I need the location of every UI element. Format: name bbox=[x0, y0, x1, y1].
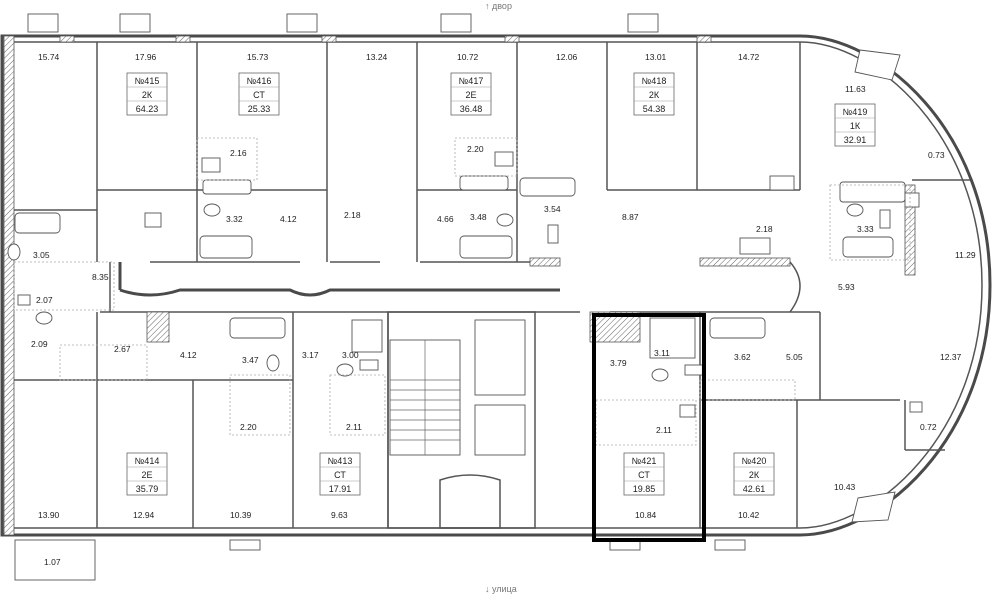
room-area-label: 2.11 bbox=[346, 422, 362, 432]
apartment-card-418[interactable]: №418 2К 54.38 bbox=[633, 72, 675, 116]
room-area-labels: 15.74 17.96 15.73 13.24 10.72 12.06 13.0… bbox=[31, 52, 976, 567]
room-area-label: 3.47 bbox=[242, 355, 259, 365]
dashed-zones bbox=[13, 137, 911, 446]
balconies bbox=[14, 13, 746, 581]
apartment-area: 32.91 bbox=[844, 135, 867, 145]
room-area-label: 10.72 bbox=[457, 52, 479, 62]
room-area-label: 5.93 bbox=[838, 282, 855, 292]
room-area-label: 3.17 bbox=[302, 350, 319, 360]
apartment-card-421[interactable]: №421 СТ 19.85 bbox=[623, 452, 665, 496]
room-area-label: 13.24 bbox=[366, 52, 388, 62]
room-area-label: 12.37 bbox=[940, 352, 962, 362]
apartment-card-414[interactable]: №414 2Е 35.79 bbox=[126, 452, 168, 496]
room-area-label: 4.12 bbox=[180, 350, 197, 360]
room-area-label: 13.90 bbox=[38, 510, 60, 520]
apartment-card-419[interactable]: №419 1К 32.91 bbox=[834, 103, 876, 147]
room-area-label: 13.01 bbox=[645, 52, 667, 62]
room-area-label: 2.67 bbox=[114, 344, 131, 354]
room-area-label: 10.42 bbox=[738, 510, 760, 520]
room-area-label: 3.48 bbox=[470, 212, 487, 222]
room-area-label: 3.00 bbox=[342, 350, 359, 360]
apartment-type: 2Е bbox=[141, 470, 152, 480]
room-area-label: 2.18 bbox=[344, 210, 361, 220]
room-area-label: 10.43 bbox=[834, 482, 856, 492]
room-area-label: 2.09 bbox=[31, 339, 48, 349]
apartment-number: №416 bbox=[247, 76, 272, 86]
apartment-area: 64.23 bbox=[136, 104, 159, 114]
room-area-label: 2.20 bbox=[240, 422, 257, 432]
stair-core bbox=[387, 311, 536, 529]
room-area-label: 2.11 bbox=[656, 425, 672, 435]
apartment-number: №420 bbox=[742, 456, 767, 466]
apartment-card-416[interactable]: №416 СТ 25.33 bbox=[238, 72, 280, 116]
apartment-card-415[interactable]: №415 2К 64.23 bbox=[126, 72, 168, 116]
room-area-label: 3.62 bbox=[734, 352, 751, 362]
room-area-label: 17.96 bbox=[135, 52, 157, 62]
apartment-number: №413 bbox=[328, 456, 353, 466]
room-area-label: 4.12 bbox=[280, 214, 297, 224]
room-area-label: 8.35 bbox=[92, 272, 109, 282]
apartment-number: №417 bbox=[459, 76, 484, 86]
apartment-area: 17.91 bbox=[329, 484, 352, 494]
apartment-number: №414 bbox=[135, 456, 160, 466]
compass-south-label: ↓ улица bbox=[485, 584, 517, 594]
bathroom-fixtures bbox=[7, 151, 923, 418]
apartment-type: 1К bbox=[850, 121, 861, 131]
apartment-area: 42.61 bbox=[743, 484, 766, 494]
apartment-type: СТ bbox=[334, 470, 346, 480]
apartment-area: 19.85 bbox=[633, 484, 656, 494]
room-area-label: 10.84 bbox=[635, 510, 657, 520]
room-area-label: 3.54 bbox=[544, 204, 561, 214]
room-area-label: 3.79 bbox=[610, 358, 627, 368]
apartment-number: №418 bbox=[642, 76, 667, 86]
apartment-card-417[interactable]: №417 2Е 36.48 bbox=[450, 72, 492, 116]
room-area-label: 9.63 bbox=[331, 510, 348, 520]
room-area-label: 11.63 bbox=[845, 84, 866, 94]
compass-north-label: ↑ двор bbox=[485, 1, 512, 11]
room-area-label: 12.94 bbox=[133, 510, 155, 520]
room-area-label: 10.39 bbox=[230, 510, 252, 520]
apartment-area: 36.48 bbox=[460, 104, 483, 114]
room-area-label: 2.16 bbox=[230, 148, 247, 158]
apartment-type: 2Е bbox=[465, 90, 476, 100]
room-area-label: 8.87 bbox=[622, 212, 639, 222]
apartment-area: 35.79 bbox=[136, 484, 159, 494]
highlighted-apartment-421[interactable] bbox=[592, 313, 706, 542]
room-area-label: 5.05 bbox=[786, 352, 803, 362]
room-area-label: 4.66 bbox=[437, 214, 454, 224]
apartment-type: СТ bbox=[638, 470, 650, 480]
room-area-label: 1.07 bbox=[44, 557, 61, 567]
apartment-type: 2К bbox=[749, 470, 760, 480]
apartment-type: 2К bbox=[142, 90, 153, 100]
corridor-walls bbox=[100, 261, 820, 313]
apartment-area: 25.33 bbox=[248, 104, 271, 114]
room-area-label: 15.74 bbox=[38, 52, 60, 62]
apartment-area: 54.38 bbox=[643, 104, 666, 114]
apartment-number: №421 bbox=[632, 456, 657, 466]
room-area-label: 12.06 bbox=[556, 52, 578, 62]
apartment-number: №419 bbox=[843, 107, 868, 117]
room-area-label: 2.18 bbox=[756, 224, 773, 234]
room-area-label: 2.20 bbox=[467, 144, 484, 154]
apartment-type: 2К bbox=[649, 90, 660, 100]
room-area-label: 2.07 bbox=[36, 295, 53, 305]
apartment-card-420[interactable]: №420 2К 42.61 bbox=[733, 452, 775, 496]
room-area-label: 11.29 bbox=[955, 250, 976, 260]
apartment-type: СТ bbox=[253, 90, 265, 100]
room-area-label: 15.73 bbox=[247, 52, 269, 62]
room-area-label: 3.33 bbox=[857, 224, 874, 234]
room-area-label: 0.73 bbox=[928, 150, 945, 160]
apartment-card-413[interactable]: №413 СТ 17.91 bbox=[319, 452, 361, 496]
room-area-label: 14.72 bbox=[738, 52, 760, 62]
room-area-label: 3.32 bbox=[226, 214, 243, 224]
apartment-number: №415 bbox=[135, 76, 160, 86]
outer-walls bbox=[0, 34, 992, 537]
room-area-label: 3.11 bbox=[654, 348, 670, 358]
room-area-label: 0.72 bbox=[920, 422, 937, 432]
room-area-label: 3.05 bbox=[33, 250, 50, 260]
